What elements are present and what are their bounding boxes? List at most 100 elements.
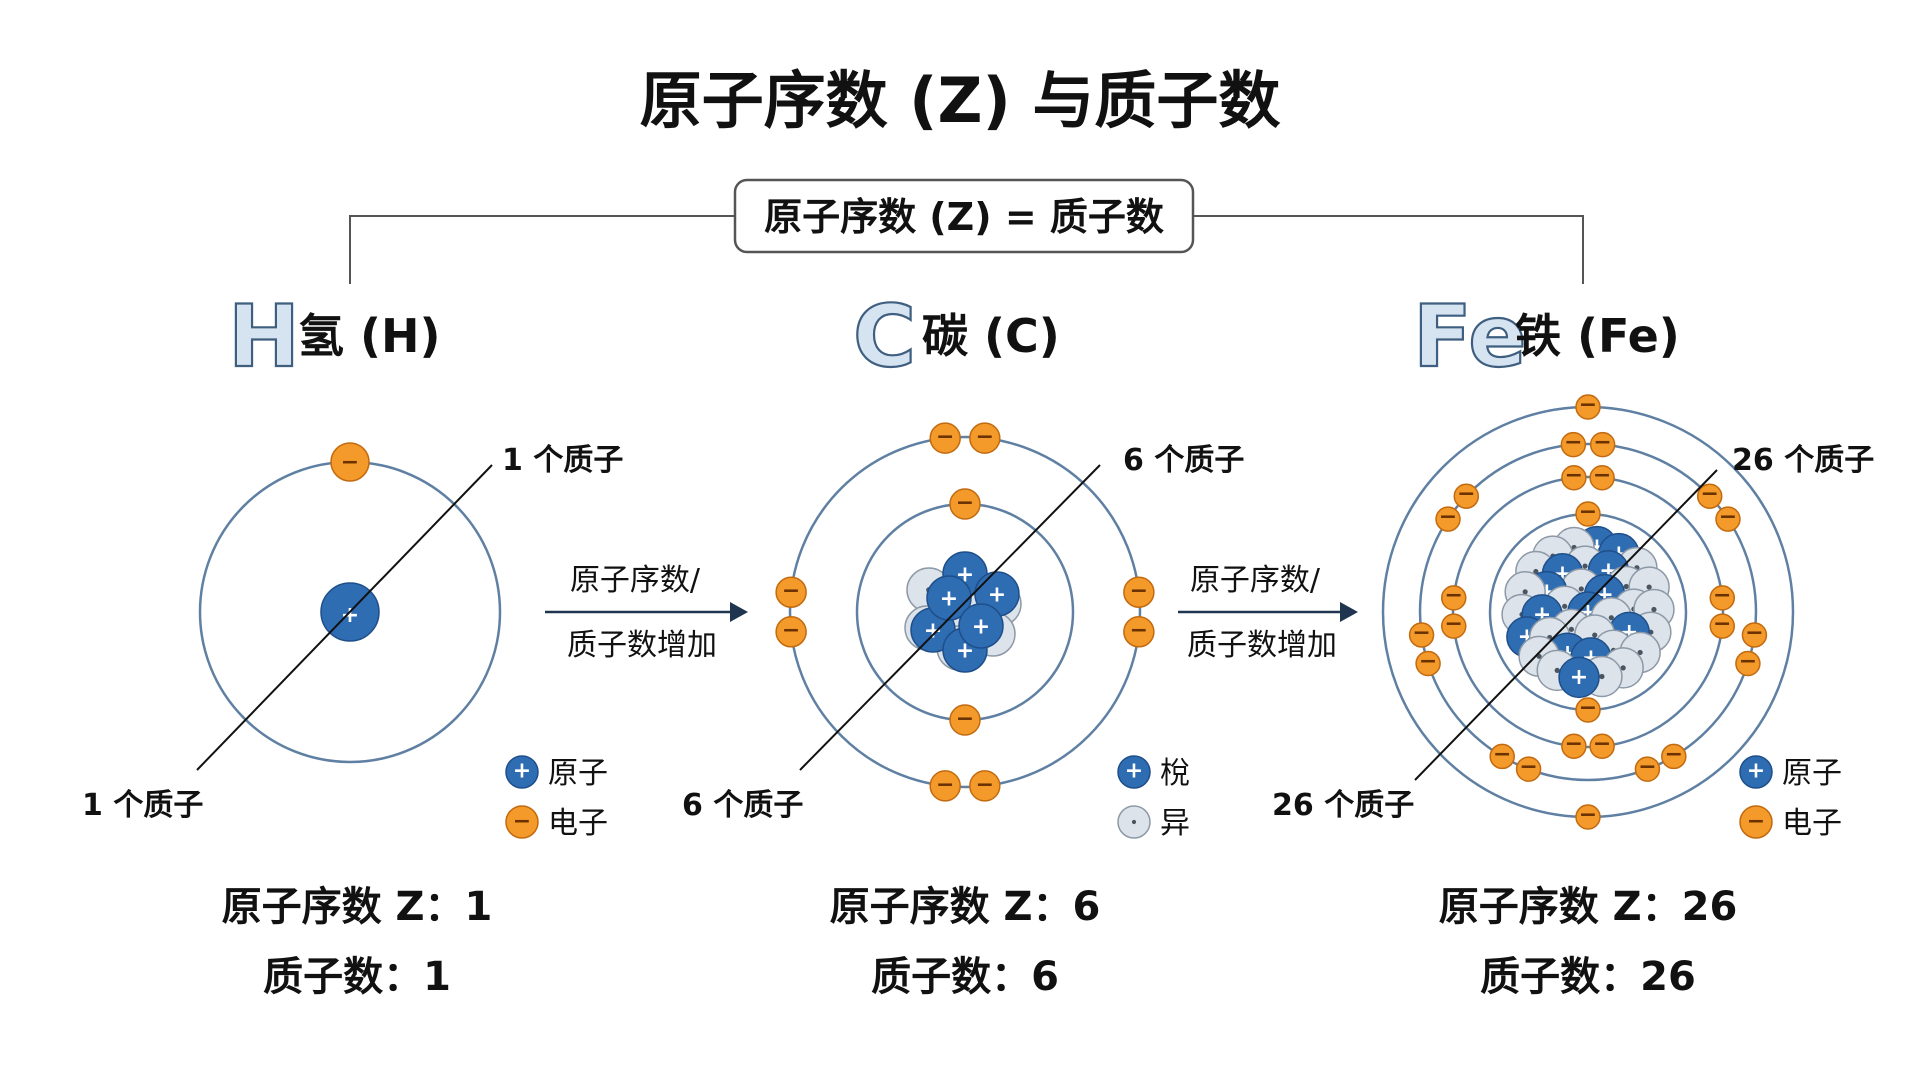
- proton-particle: +: [1739, 755, 1773, 789]
- electron-circle: [1739, 805, 1773, 839]
- electron-sign: −: [1565, 463, 1583, 488]
- neutron-dot: [1599, 673, 1605, 680]
- electron-particle: −: [1435, 504, 1461, 532]
- electron-circle: [1489, 743, 1515, 770]
- formula-box: [733, 178, 1195, 254]
- electron-sign: −: [1739, 649, 1757, 674]
- electron-sign: −: [1745, 620, 1763, 645]
- electron-sign: −: [1419, 649, 1437, 674]
- electron-particle: −: [1696, 482, 1723, 509]
- electron-particle: −: [1453, 482, 1480, 509]
- page-title: 原子序数 (Z) 与质子数: [640, 64, 1281, 137]
- electron-particle: −: [1575, 499, 1601, 527]
- electron-circle: [1453, 483, 1480, 509]
- legend-hydrogen: 原子 电子 +−: [505, 755, 608, 841]
- electron-circle: [1709, 585, 1736, 611]
- electron-sign: −: [1747, 809, 1765, 834]
- arrow-label-line2: 质子数增加: [1187, 628, 1337, 663]
- electron-sign: −: [513, 809, 531, 834]
- electron-sign: −: [1439, 504, 1457, 529]
- electron-particle: −: [1575, 392, 1601, 420]
- arrow-c-to-fe: 原子序数/ 质子数增加: [1178, 563, 1358, 663]
- header-iron: Fe 铁 (Fe): [1412, 286, 1680, 388]
- electron-particle: −: [1575, 802, 1601, 830]
- electron-circle: [929, 422, 961, 454]
- legend-proton-label: 原子: [1782, 756, 1842, 791]
- electron-particle: −: [1661, 742, 1687, 770]
- element-symbol-iron: Fe: [1413, 287, 1527, 387]
- electron-particle: −: [1735, 649, 1761, 677]
- electron-particle: −: [1489, 742, 1515, 770]
- electron-particle: −: [775, 616, 807, 648]
- electron-circle: [330, 442, 370, 482]
- electron-circle: [1561, 464, 1587, 491]
- neutron-particle: [1117, 805, 1151, 839]
- electron-circle: [1561, 733, 1587, 760]
- electron-circle: [1735, 650, 1761, 677]
- element-symbol-carbon: C: [853, 287, 916, 387]
- electron-sign: −: [1519, 754, 1537, 779]
- electron-particle: −: [1739, 805, 1773, 839]
- electron-particle: −: [1408, 620, 1435, 648]
- proton-circle: [1558, 656, 1600, 699]
- electron-particle: −: [949, 488, 981, 520]
- electron-sign: −: [976, 425, 994, 450]
- electron-sign: −: [1713, 583, 1731, 608]
- proton-circle: [926, 575, 972, 621]
- proton-particle: +: [958, 603, 1004, 649]
- electron-circle: [505, 805, 539, 839]
- electron-sign: −: [341, 450, 359, 475]
- proton-count-hydrogen: 质子数：1: [263, 954, 451, 1000]
- electron-sign: −: [1130, 579, 1148, 604]
- electron-particle: −: [1515, 754, 1542, 782]
- electron-sign: −: [1493, 742, 1511, 767]
- electron-particle: −: [1589, 463, 1615, 491]
- formula-text: 原子序数 (Z) = 质子数: [764, 195, 1164, 239]
- proton-sign: +: [513, 758, 531, 783]
- electron-circle: [1515, 756, 1542, 782]
- callout-line-iron: [1414, 469, 1718, 781]
- electron-particle: −: [929, 770, 961, 802]
- neutron-dot: [1651, 606, 1657, 613]
- electron-circle: [1408, 622, 1435, 648]
- neutron-dot: [1582, 563, 1588, 569]
- neutron-dot: [1522, 589, 1528, 595]
- electron-sign: −: [782, 618, 800, 643]
- proton-particle: +: [505, 755, 539, 789]
- electron-sign: −: [1457, 482, 1475, 507]
- electron-circle: [1715, 506, 1741, 532]
- legend-neutron-label: 异: [1160, 806, 1190, 841]
- electron-particle: −: [1575, 695, 1601, 723]
- proton-count-iron: 质子数：26: [1480, 954, 1696, 1000]
- proton-particle: +: [926, 575, 972, 621]
- electron-particle: −: [505, 805, 539, 839]
- electron-circle: [1575, 394, 1601, 420]
- legend-carbon: 梲 异 +: [1117, 755, 1190, 841]
- proton-circle: [958, 603, 1004, 649]
- electron-particle: −: [1589, 430, 1616, 458]
- electron-particle: −: [1709, 583, 1736, 611]
- electron-sign: −: [1593, 463, 1611, 488]
- proton-particle: +: [1558, 656, 1600, 699]
- z-label-carbon: 原子序数 Z：6: [830, 884, 1101, 930]
- electron-circle: [969, 770, 1001, 802]
- proton-particle: +: [1117, 755, 1151, 789]
- electron-sign: −: [1579, 802, 1597, 827]
- electron-circle: [949, 704, 981, 736]
- proton-count-carbon: 质子数：6: [871, 954, 1059, 1000]
- electron-particle: −: [949, 704, 981, 736]
- proton-sign: +: [1747, 758, 1765, 783]
- electron-circle: [1634, 756, 1661, 782]
- callouts-carbon: 6 个质子 6 个质子: [682, 443, 1244, 823]
- electron-sign: −: [956, 490, 974, 515]
- electron-sign: −: [1719, 504, 1737, 529]
- electron-particle: −: [775, 576, 807, 608]
- electron-particle: −: [1561, 463, 1587, 491]
- electron-circle: [1440, 585, 1467, 611]
- electron-sign: −: [1445, 611, 1463, 636]
- element-symbol-hydrogen: H: [228, 287, 300, 387]
- electron-circle: [1589, 464, 1615, 491]
- electron-particle: −: [1560, 430, 1587, 458]
- proton-sign: +: [972, 614, 990, 639]
- electron-sign: −: [1130, 618, 1148, 643]
